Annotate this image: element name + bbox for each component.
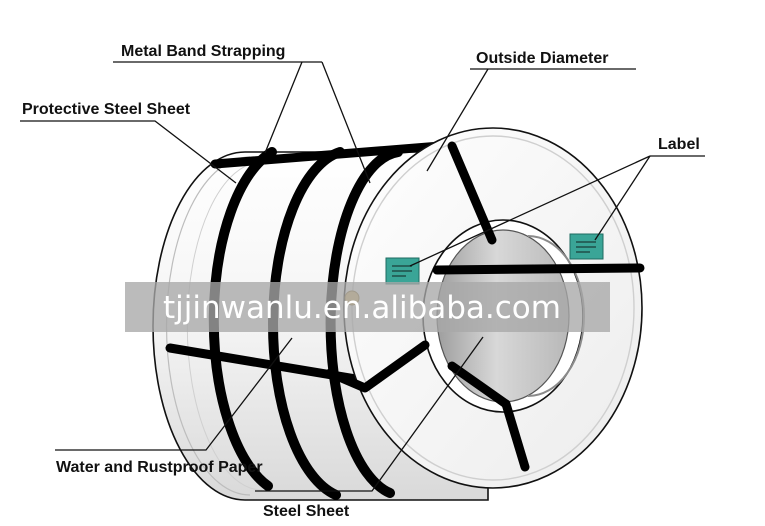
leader-label-a bbox=[409, 155, 651, 267]
watermark-band bbox=[125, 282, 610, 332]
callout-water-rustproof-paper: Water and Rustproof Paper bbox=[56, 459, 263, 476]
face-straps bbox=[325, 141, 645, 472]
leader-metal-band-b bbox=[321, 61, 371, 184]
label-tag-left bbox=[385, 257, 420, 285]
watermark-text: tjjinwanlu.en.alibaba.com bbox=[163, 290, 561, 326]
face-strap-low-mid bbox=[447, 361, 511, 409]
leader-metal-band-a bbox=[264, 61, 303, 154]
label-tag-right bbox=[569, 233, 604, 260]
face-strap-right bbox=[432, 263, 645, 275]
callout-outside-diameter: Outside Diameter bbox=[476, 50, 608, 67]
leader-protective bbox=[20, 120, 237, 184]
leader-lines bbox=[20, 61, 705, 492]
face-strap-top bbox=[447, 141, 497, 245]
leader-water-paper bbox=[55, 337, 293, 451]
callout-metal-band-strapping: Metal Band Strapping bbox=[121, 43, 285, 60]
face-strap-lower-right bbox=[501, 399, 530, 472]
callout-steel-sheet: Steel Sheet bbox=[263, 503, 350, 520]
face-strap-lower-left bbox=[325, 340, 430, 393]
leader-steel-sheet bbox=[255, 336, 484, 492]
leader-outside-diameter-a bbox=[426, 68, 489, 172]
leader-label-b bbox=[594, 155, 651, 241]
callout-label: Label bbox=[658, 136, 700, 153]
callout-protective-steel-sheet: Protective Steel Sheet bbox=[22, 101, 191, 118]
